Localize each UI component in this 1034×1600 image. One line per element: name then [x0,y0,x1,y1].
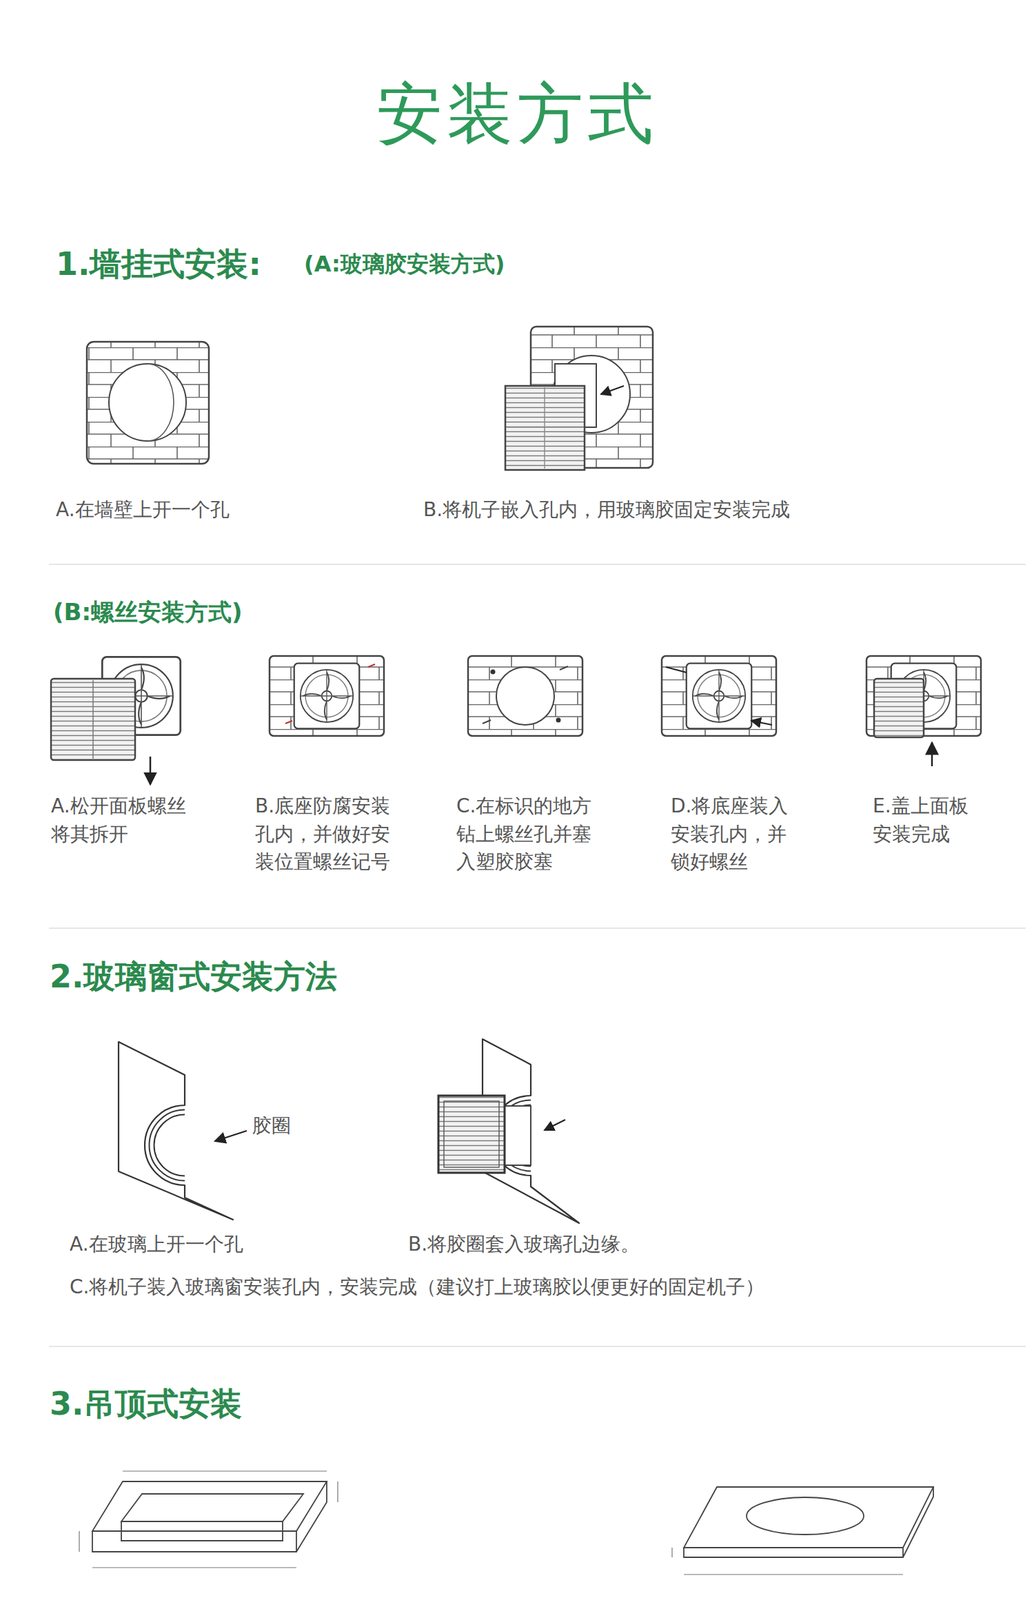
step-caption: C.将机子装入玻璃窗安装孔内，安装完成（建议打上玻璃胶以便更好的固定机子） [69,1273,765,1303]
screw-step-d-figure-part [661,656,777,737]
wall-hole-figure [86,341,209,464]
divider-lines-part [48,564,1026,1347]
ceiling-plate-figure-part [746,1497,864,1536]
step-caption: B.将胶圈套入玻璃孔边缘。 [408,1231,640,1260]
step-caption: A.在玻璃上开一个孔 [69,1231,244,1260]
ceiling-frame-figure [79,1471,338,1569]
step-caption: A.松开面板螺丝将其拆开 [51,792,192,849]
screw-step-a-figure-part [51,678,136,761]
screw-step-b-figure-part [269,656,384,737]
fan-inserted-figure [505,326,653,471]
divider-lines [48,564,1026,1347]
ceiling-frame-figure-part [121,1494,304,1523]
screw-step-b-figure [269,656,384,737]
ceiling-frame-figure-part [92,1482,327,1553]
ceiling-plate-figure-part [683,1487,934,1558]
sub-heading: (A:玻璃胶安装方式) [303,248,505,280]
wall-hole-figure-part [108,363,187,442]
step-caption: D.将底座装入安装孔内，并锁好螺丝 [670,792,793,877]
fan-inserted-figure-part [505,386,585,471]
glass-hole-figure [118,1042,247,1221]
glass-hole-figure-part [151,1112,185,1179]
fan-inserted-figure-part [601,386,624,395]
step-caption: B.将机子嵌入孔内，用玻璃胶固定安装完成 [423,496,790,525]
sub-heading: (B:螺丝安装方式) [53,595,243,630]
screw-step-e-figure [866,656,981,767]
screw-step-c-figure-part [490,670,496,675]
step-caption: E.盖上面板安装完成 [872,792,975,849]
wall-hole-figure-part [86,341,209,464]
screw-step-c-figure-part [482,666,569,724]
glass-fan-figure-part [544,1120,566,1131]
glass-fan-figure-part [438,1096,505,1174]
screw-step-a-figure-part [149,756,152,785]
screw-step-a-figure-part [92,680,94,759]
glass-fan-figure [438,1039,580,1224]
screw-step-d-figure-part [665,667,773,726]
glass-fan-figure-part [443,1101,500,1168]
ceiling-plate-figure-part [672,1548,904,1576]
screw-step-d-figure [661,656,777,737]
fan-inserted-figure-part [506,387,584,469]
wall-hole-figure-part [147,363,174,442]
ceiling-plate-figure [672,1487,934,1576]
screw-step-c-figure [468,656,583,737]
section-heading: 1.墙挂式安装: [55,241,262,288]
screw-step-d-figure-part [686,663,753,730]
screw-step-b-figure-part [285,664,375,724]
page-title: 安装方式 [0,74,1034,154]
ceiling-frame-figure-part [79,1471,338,1569]
part-label: 胶圈 [252,1112,291,1141]
screw-step-a-figure [51,656,181,785]
glass-hole-figure-part [215,1131,247,1142]
ceiling-frame-figure-part [92,1482,327,1532]
section-heading: 3.吊顶式安装 [49,1381,242,1428]
step-caption: B.底座防腐安装孔内，并做好安装位置螺丝记号 [255,792,396,877]
glass-hole-figure-part [118,1042,233,1221]
glass-hole-figure-part [151,1112,185,1179]
section-heading: 2.玻璃窗式安装方法 [49,954,338,1001]
screw-step-e-figure-part [931,743,934,767]
screw-step-c-figure-part [556,718,562,724]
ceiling-plate-figure-part [683,1487,934,1549]
screw-step-c-figure-part [468,656,583,737]
screw-step-e-figure-part [874,678,924,738]
ceiling-frame-figure-part [121,1522,283,1542]
screw-step-b-figure-part [294,663,360,730]
step-caption: A.在墙壁上开一个孔 [55,496,230,525]
step-caption: C.在标识的地方钻上螺丝孔并塞入塑胶胶塞 [456,792,597,877]
